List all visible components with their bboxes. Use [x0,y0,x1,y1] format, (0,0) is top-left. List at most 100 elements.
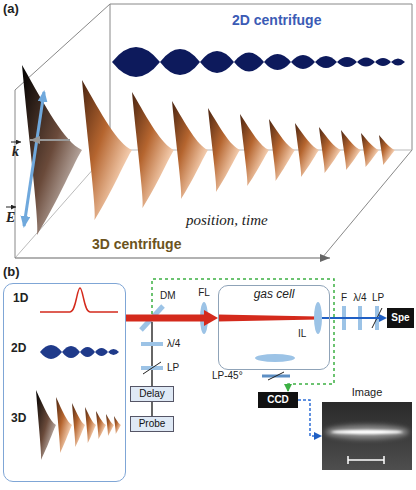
envelope-lobe [62,346,80,358]
image-streak [331,430,403,434]
3d-pulse-shape [22,65,395,235]
horn-segment [22,65,82,235]
image-heading: Image [352,386,383,399]
spectrometer: Spe [387,308,414,328]
dimension-tag: 1D [13,292,28,306]
vector-accent [11,142,21,143]
signal-beam [322,317,330,319]
optic-label: LP-45° [212,370,243,382]
envelope-lobe [160,49,200,75]
2d-pulse-envelope [40,345,119,359]
horn-segment [341,130,361,170]
axis-arrow [15,257,330,258]
horn-segment [240,114,269,186]
optic-label: IL [298,328,306,340]
pump-beam [126,315,204,322]
source-inset: 1D 2D 3D [3,283,126,482]
box-frame [15,90,16,258]
scale-bar [347,456,349,464]
envelope-lobe [80,347,95,357]
horn-segment [172,101,208,199]
box-frame [110,4,412,150]
horn-segment [82,80,132,220]
device-label: Probe [139,418,166,430]
envelope-lobe [315,56,337,68]
panel-letter: (b) [3,265,20,280]
horn-segment [295,123,319,177]
optic-label: LP [372,292,384,304]
envelope-lobe [200,51,234,73]
dimension-tag: 2D [11,342,26,356]
probe-path [151,322,153,386]
device-label: CCD [267,394,289,406]
envelope-lobe [357,58,375,67]
horn-segment [361,133,379,167]
side-lens [255,354,295,362]
camera-image: Image [322,386,412,470]
envelope-lobe [112,47,160,77]
vector-accent [6,207,16,208]
probe-line [151,402,153,416]
optic-label: DM [160,290,176,302]
dimension-tag: 3D [11,412,26,426]
cell-label: gas cell [254,288,295,302]
horn-segment [56,397,72,453]
optic-label: LP [167,362,179,374]
probe-source: Probe [130,416,174,432]
scale-bar [383,456,385,464]
envelope-lobe [108,349,119,355]
gas-cell: gas cell [218,285,330,370]
horn-segment [379,135,395,165]
horn-segment [114,416,121,434]
horn-segment [36,390,56,460]
optic-label: F [341,292,347,304]
envelope-lobe [291,55,315,69]
vector-symbol: k [12,144,19,160]
horn-segment [85,407,96,443]
horn-segment [319,127,341,173]
envelope-lobe [264,54,291,70]
horn-segment [106,414,114,436]
wave-plate [141,342,163,346]
optic-label: FL [198,287,210,299]
horn-segment [72,403,85,447]
optic-label: λ/4 [167,338,180,350]
horn-segment [96,411,106,439]
signal-beam [330,317,379,319]
curve-title: 3D centrifuge [92,236,181,252]
vector-symbol: E [6,210,15,226]
box-frame [322,150,412,258]
curve-title: 2D centrifuge [232,12,321,28]
k-vector-arrow [30,139,70,141]
axis-label: position, time [186,212,268,229]
imaging-lens [314,302,322,334]
envelope-lobe [40,345,62,359]
ccd-camera: CCD [258,392,298,408]
envelope-lobe [391,59,405,66]
polarizer-axis [268,372,284,380]
envelope-lobe [337,57,357,67]
probe-to-ccd-path [152,279,334,392]
device-label: Delay [139,388,165,400]
panel-letter: (a) [3,2,19,17]
optic-label: λ/4 [353,292,366,304]
horn-segment [208,108,240,192]
scale-bar [348,459,384,461]
2d-pulse-envelope [112,47,405,77]
3d-pulse-shape [36,390,121,460]
e-field-arrow [24,92,44,226]
image-arrow [298,400,314,436]
device-label: Spe [391,312,409,324]
polarizer-axis [143,362,161,374]
beam-in-cell [218,315,318,322]
horn-segment [269,119,295,181]
box-frame [15,4,110,90]
delay-stage: Delay [130,386,174,402]
envelope-lobe [95,348,108,356]
image-glow [325,425,409,439]
envelope-lobe [234,53,264,72]
horn-segment [132,92,174,208]
